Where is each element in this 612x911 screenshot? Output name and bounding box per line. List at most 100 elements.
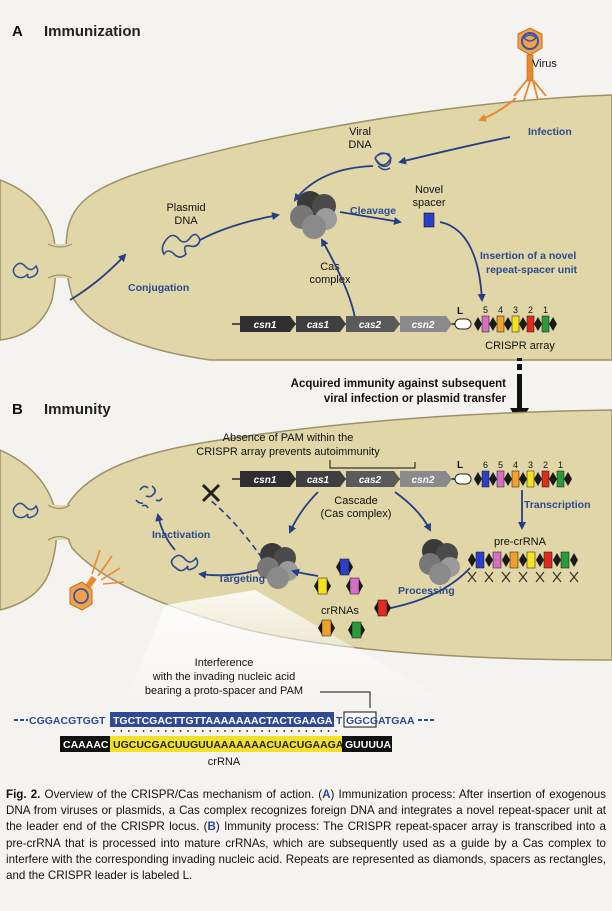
base-pair-dot <box>150 730 152 732</box>
caption-intro: Overview of the CRISPR/Cas mechanism of … <box>44 788 323 801</box>
base-pair-dot <box>164 730 167 732</box>
figure-caption: Fig. 2. Overview of the CRISPR/Cas mecha… <box>6 787 606 884</box>
base-pair-dot <box>157 730 160 732</box>
seq-protospacer: TGCTCGACTTGTTAAAAAAACTACTGAAGA <box>113 715 333 727</box>
donor-cell-a <box>0 179 57 341</box>
array-a-spacer-number: 4 <box>498 305 503 315</box>
array-b-spacer-number: 6 <box>483 460 488 470</box>
base-pair-dot <box>224 730 226 732</box>
pre-crrna-repeat <box>485 553 493 567</box>
crrna-label: crRNA <box>208 756 241 768</box>
plasmid-dna-label-2: DNA <box>174 215 198 227</box>
pre-crrna-repeat <box>553 553 561 567</box>
crrna-repeat-half <box>336 560 340 574</box>
degraded-dna-icon <box>135 485 163 509</box>
panel-b: B Immunity Absence of PAM within the CRI… <box>0 401 612 768</box>
base-pair-dot <box>261 730 263 732</box>
array-b-spacer <box>556 470 565 488</box>
crrna-spacer <box>377 599 388 617</box>
array-a-repeat <box>534 317 542 331</box>
caption-part-b: ) Immunity process: The CRISPR repeat-sp… <box>6 820 606 883</box>
crrna-repeat-half <box>349 560 353 574</box>
crrnas-label: crRNAs <box>321 605 359 617</box>
base-pair-dot <box>268 730 271 732</box>
array-a-spacer <box>481 315 490 333</box>
base-pair-dot <box>172 730 175 732</box>
gene-cas2-a <box>346 316 400 332</box>
crrna-repeat-half <box>318 621 322 635</box>
crrna-pieces <box>314 558 391 639</box>
pre-crrna-repeat <box>570 553 578 567</box>
crrna-repeat-half <box>327 579 331 593</box>
gene-cas1-b-label: cas1 <box>307 475 330 486</box>
crrna-left: CAAAAC <box>63 739 109 751</box>
crrna-spacer <box>321 619 332 637</box>
pre-crrna-repeat <box>519 553 527 567</box>
array-b-spacer-number: 5 <box>498 460 503 470</box>
plasmid-dna-icon <box>161 233 201 258</box>
scissors-row <box>467 571 579 583</box>
gene-csn1-a <box>240 316 296 332</box>
virus-b-icon <box>69 549 125 611</box>
interference-line-2: with the invading nucleic acid <box>152 671 295 683</box>
crrna-repeat-half <box>314 579 318 593</box>
array-a-spacer-number: 1 <box>543 305 548 315</box>
array-b-repeat <box>504 472 512 486</box>
pam-note-line-1: Absence of PAM within the <box>223 432 354 444</box>
crispr-figure: A Immunization Virus Infection Viral DNA… <box>0 23 612 768</box>
base-pair-dot <box>179 730 182 732</box>
crrna-repeat-half <box>346 579 350 593</box>
interference-line-3: bearing a proto-spacer and PAM <box>145 685 303 697</box>
pre-crrna-spacer <box>492 551 502 569</box>
pre-crrna-spacer <box>543 551 553 569</box>
crrna-spacer-box <box>110 736 342 752</box>
gene-cas2-b-label: cas2 <box>359 475 382 486</box>
zoom-beam <box>120 590 470 715</box>
scissors-icon <box>501 571 511 583</box>
leader-label-a: L <box>457 306 463 317</box>
gene-cas1-a <box>296 316 346 332</box>
pre-crrna-spacer <box>509 551 519 569</box>
scissors-icon <box>518 571 528 583</box>
array-a-repeat <box>519 317 527 331</box>
processing-label: Processing <box>398 585 455 597</box>
crrna-right: GUUUUA <box>345 739 391 751</box>
array-b-repeat <box>519 472 527 486</box>
array-b-repeat <box>549 472 557 486</box>
gene-cas2-a-label: cas2 <box>359 320 382 331</box>
cas-complex-targeting-icon <box>257 543 298 589</box>
transition-line-2: viral infection or plasmid transfer <box>324 393 507 405</box>
base-pair-dot <box>209 730 212 732</box>
array-b-repeat <box>489 472 497 486</box>
viral-dna-icon <box>374 152 392 171</box>
pam-note-line-2: CRISPR array prevents autoimmunity <box>196 446 380 458</box>
leader-label-b: L <box>457 460 463 471</box>
crrna-spacer: UGCUCGACUUGUUAAAAAAACUACUGAAGA <box>113 739 344 751</box>
seq-left: CGGACGTGGT <box>29 715 106 727</box>
gene-cas1-a-label: cas1 <box>307 320 330 331</box>
array-b-spacer-number: 3 <box>528 460 533 470</box>
panel-a-title: Immunization <box>44 23 141 40</box>
blocked-x-icon <box>201 483 221 503</box>
crrna-repeat-half <box>331 621 335 635</box>
base-pair-dot <box>253 730 256 732</box>
array-b-repeat <box>474 472 482 486</box>
donor-plasmid-icon <box>12 262 39 279</box>
crrna-spacer <box>349 577 360 595</box>
array-a-spacer-number: 5 <box>483 305 488 315</box>
base-pair-dot <box>201 730 204 732</box>
array-a-repeat <box>489 317 497 331</box>
array-a-repeat <box>474 317 482 331</box>
array-a-repeat <box>504 317 512 331</box>
seq-mid: T <box>336 715 343 727</box>
base-pair-dot <box>335 730 337 732</box>
base-pair-dot <box>246 730 249 732</box>
inactivation-label: Inactivation <box>152 529 210 541</box>
scissors-icon <box>552 571 562 583</box>
seq-right: ATGAA <box>378 715 415 727</box>
pre-crrna-repeat <box>536 553 544 567</box>
base-pair-dot <box>127 730 130 732</box>
scissors-icon <box>467 571 477 583</box>
caption-part-a: ) Immunization process: After insertion … <box>6 788 607 834</box>
